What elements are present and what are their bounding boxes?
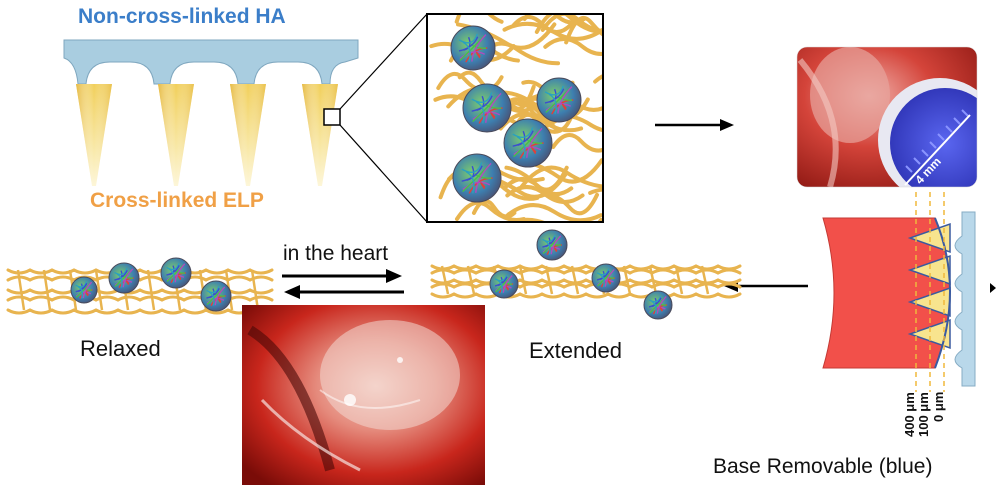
ha-base-layer [63, 39, 359, 85]
heart-photo [242, 305, 485, 485]
arrow-to-photo [655, 119, 734, 131]
base-removable-label: Base Removable (blue) [713, 455, 933, 478]
extended-label: Extended [529, 338, 622, 363]
heart-wall-diagram [822, 192, 996, 392]
depth-label-0: 0 μm [931, 391, 946, 422]
non-cross-linked-ha-label: Non-cross-linked HA [78, 5, 286, 28]
drug-particle [462, 83, 512, 133]
relaxed-label: Relaxed [80, 336, 161, 361]
relaxed-network [6, 257, 274, 315]
drug-particle [200, 280, 232, 312]
removable-base [954, 211, 976, 387]
zoom-marker-box [323, 108, 341, 126]
equilibrium-arrows [282, 269, 404, 299]
cross-linked-elp-label: Cross-linked ELP [90, 189, 264, 212]
depth-label-400: 400 μm [902, 392, 917, 437]
drug-particle [503, 118, 553, 168]
drug-particle [591, 263, 621, 293]
patch-application-photo [797, 47, 977, 187]
zoom-inset [426, 13, 604, 223]
drug-particle [643, 290, 673, 320]
in-the-heart-label: in the heart [283, 242, 389, 265]
drug-particle [160, 257, 192, 289]
microneedle [158, 84, 194, 186]
drug-particle [536, 77, 582, 123]
drug-particle [489, 269, 519, 299]
drug-particle [536, 229, 568, 261]
microneedle [302, 84, 338, 186]
microneedle [230, 84, 266, 186]
microneedle-patch [63, 13, 428, 223]
drug-particle [108, 262, 140, 294]
drug-particle [450, 25, 496, 71]
depth-label-100: 100 μm [916, 392, 931, 437]
extended-network [430, 229, 742, 320]
microneedle [76, 84, 112, 186]
drug-particle [452, 153, 502, 203]
drug-particle [70, 276, 98, 304]
